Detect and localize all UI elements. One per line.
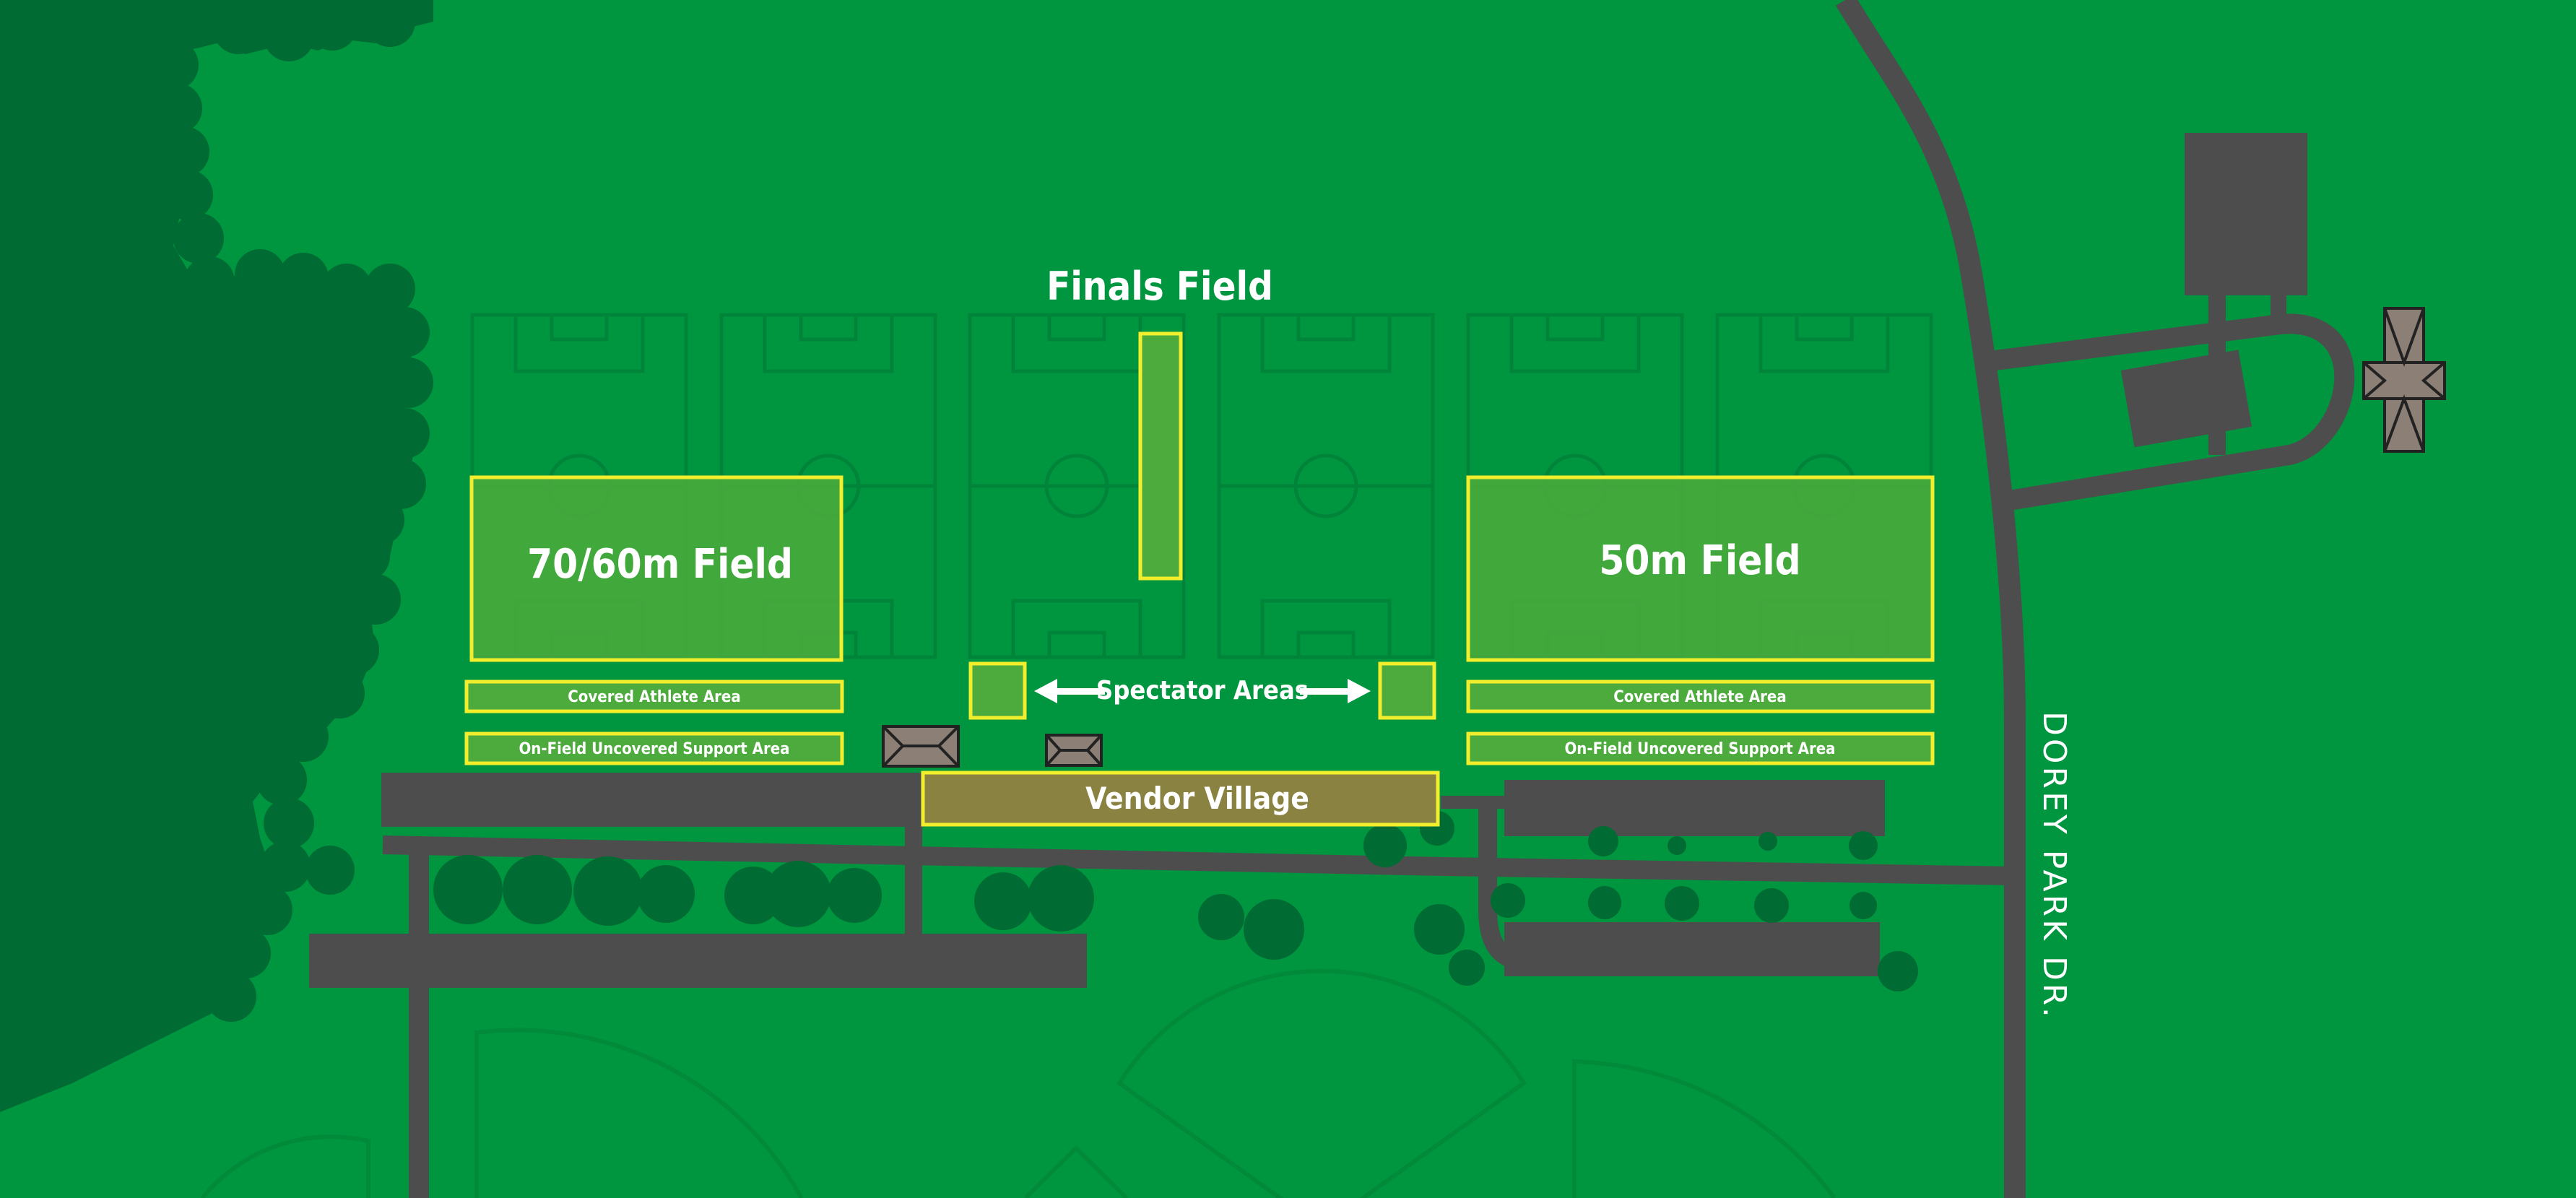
parking-and-buildings bbox=[309, 133, 2307, 988]
covered-athlete-area-right[interactable] bbox=[1466, 680, 1935, 713]
spectator-areas-label: Spectator Areas bbox=[1096, 676, 1309, 706]
dorey-park-dr-label: DOREY PARK DR. bbox=[2036, 711, 2073, 1020]
tent-icon bbox=[2362, 307, 2446, 453]
arrow-right-icon bbox=[1300, 679, 1371, 703]
covered-athlete-area-left-label: Covered Athlete Area bbox=[568, 688, 740, 706]
uncovered-support-area-right[interactable] bbox=[1466, 732, 1935, 765]
arrow-left-icon bbox=[1034, 679, 1105, 703]
ballfield-outlines bbox=[200, 968, 1836, 1198]
uncovered-support-area-right-label: On-Field Uncovered Support Area bbox=[1564, 740, 1835, 758]
finals-field-label: Finals Field bbox=[1046, 264, 1273, 309]
uncovered-support-area-left[interactable] bbox=[464, 732, 844, 765]
tents bbox=[882, 307, 2446, 768]
spectator-area-left[interactable] bbox=[968, 661, 1027, 720]
vendor-village-label: Vendor Village bbox=[1085, 781, 1309, 816]
vendor-village-zone[interactable] bbox=[921, 771, 1440, 827]
spectator-area-right[interactable] bbox=[1378, 661, 1436, 720]
tent-icon bbox=[1045, 734, 1103, 767]
covered-athlete-area-left[interactable] bbox=[464, 680, 844, 713]
zones bbox=[464, 331, 1935, 827]
tent-icon bbox=[882, 725, 960, 768]
field-70-60-label: 70/60m Field bbox=[527, 541, 793, 588]
shrubs bbox=[305, 811, 1918, 991]
field-50-zone[interactable] bbox=[1466, 475, 1935, 662]
covered-athlete-area-right-label: Covered Athlete Area bbox=[1613, 688, 1786, 706]
uncovered-support-area-left-label: On-Field Uncovered Support Area bbox=[519, 740, 789, 758]
field-50-label: 50m Field bbox=[1599, 537, 1800, 584]
finals-field-zone[interactable] bbox=[1138, 331, 1183, 581]
field-70-60-zone[interactable] bbox=[469, 475, 844, 662]
forest-area bbox=[0, 0, 433, 1112]
